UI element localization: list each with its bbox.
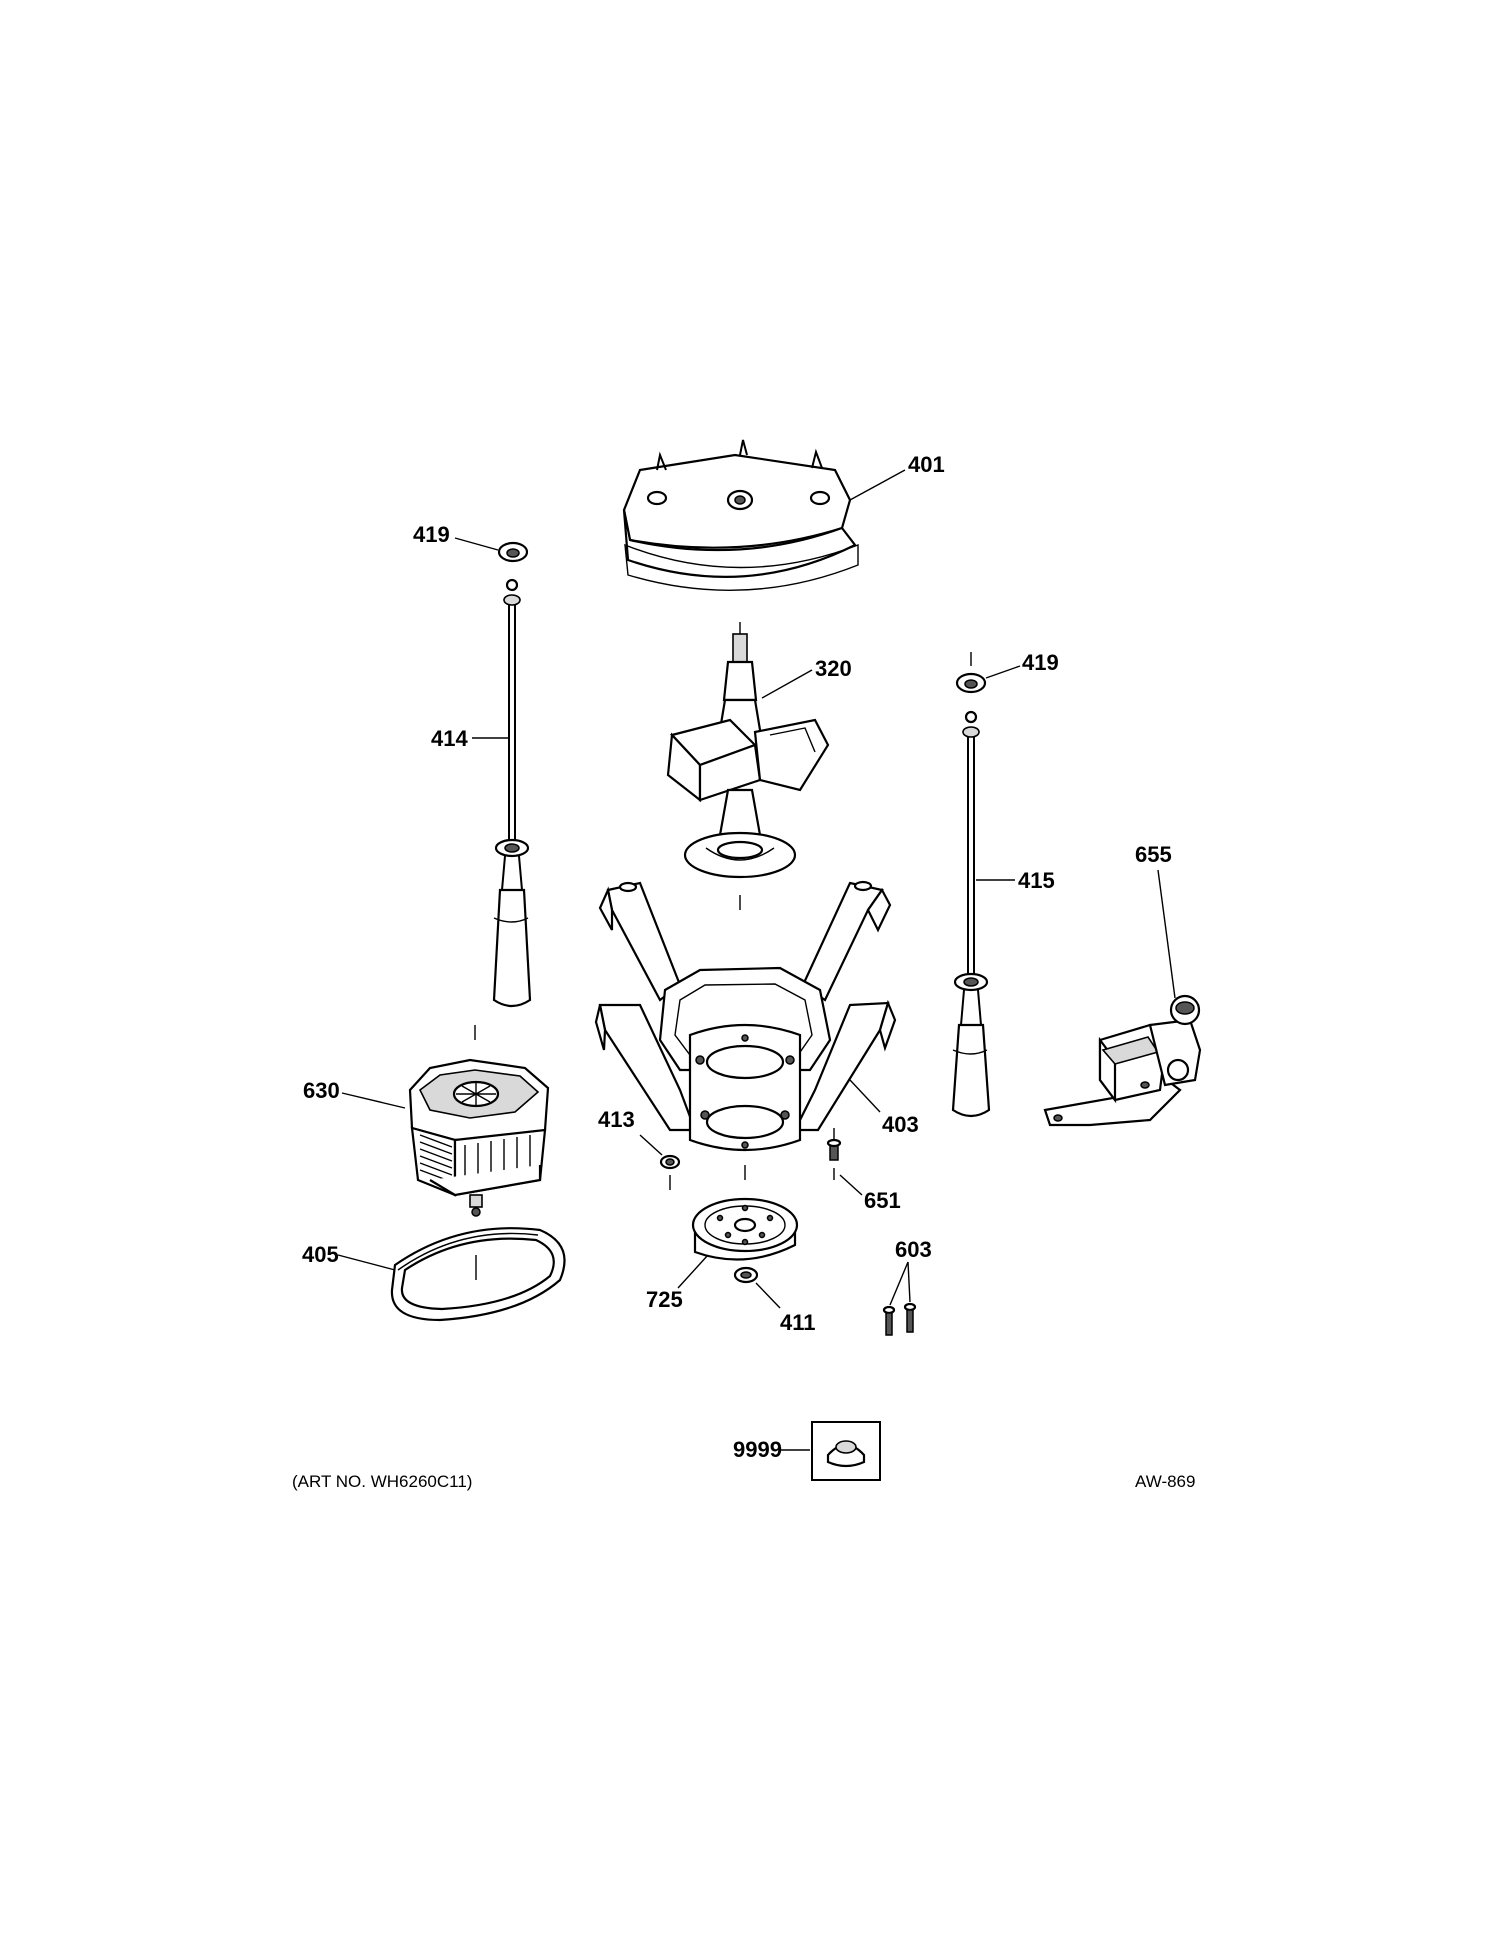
part-414-suspension-rod-left[interactable] — [492, 578, 532, 1008]
callout-415[interactable]: 415 — [1018, 868, 1055, 893]
part-401-shield[interactable] — [622, 439, 859, 592]
part-411-nut[interactable] — [733, 1266, 759, 1284]
leader-603 — [337, 1254, 396, 1271]
leader-651-b — [907, 1261, 911, 1303]
callout-411[interactable]: 411 — [780, 1310, 816, 1335]
part-403-mounting-base[interactable] — [594, 880, 897, 1152]
callout-419-left[interactable]: 419 — [413, 522, 450, 547]
leader-630 — [341, 1092, 406, 1109]
leader-413 — [639, 1134, 663, 1156]
art-number: (ART NO. WH6260C11) — [292, 1472, 472, 1491]
callout-725[interactable]: 725 — [646, 1287, 683, 1312]
callout-413[interactable]: 413 — [598, 1107, 635, 1132]
part-419-left-cap[interactable] — [497, 541, 529, 563]
part-655-drain-pump[interactable] — [1043, 994, 1202, 1127]
leader-655 — [1157, 869, 1176, 999]
leader-411 — [755, 1282, 781, 1309]
leader-419-left — [454, 537, 499, 551]
leader-401 — [849, 469, 906, 501]
part-9999-kit[interactable] — [811, 1421, 881, 1481]
part-630-drive-motor[interactable] — [408, 1025, 550, 1217]
part-415-suspension-rod-right[interactable] — [951, 710, 991, 1118]
callout-9999[interactable]: 9999 — [733, 1437, 782, 1462]
part-725-pulley[interactable] — [691, 1197, 799, 1261]
part-603-drive-belt[interactable] — [390, 1227, 566, 1322]
callout-630[interactable]: 630 — [303, 1078, 340, 1103]
callout-651[interactable]: 603 — [895, 1237, 932, 1262]
part-419-right-cap[interactable] — [955, 652, 987, 694]
callout-403[interactable]: 403 — [882, 1112, 919, 1137]
part-651-screws[interactable] — [882, 1302, 917, 1336]
drawing-code: AW-869 — [1135, 1472, 1195, 1491]
leader-651-a — [889, 1261, 909, 1306]
callout-414[interactable]: 414 — [431, 726, 468, 751]
callout-401[interactable]: 401 — [908, 452, 945, 477]
part-405-bolt[interactable] — [826, 1128, 842, 1180]
leader-725 — [677, 1254, 709, 1289]
callout-419-right[interactable]: 419 — [1022, 650, 1059, 675]
leader-405 — [839, 1174, 863, 1196]
callout-405[interactable]: 651 — [864, 1188, 901, 1213]
callout-655[interactable]: 655 — [1135, 842, 1172, 867]
part-320-transmission[interactable] — [666, 622, 830, 879]
leader-419-right — [985, 665, 1021, 679]
leader-403 — [849, 1079, 881, 1113]
leader-320 — [761, 669, 813, 699]
callout-603[interactable]: 405 — [302, 1242, 339, 1267]
callout-320[interactable]: 320 — [815, 656, 852, 681]
part-413-nut[interactable] — [659, 1154, 681, 1170]
